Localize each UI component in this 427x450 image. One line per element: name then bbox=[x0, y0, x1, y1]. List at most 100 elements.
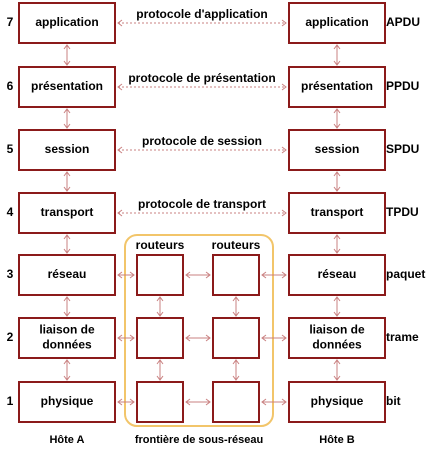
pdu-label: PPDU bbox=[386, 79, 419, 93]
peer-protocol-arrow-arrow-right bbox=[281, 209, 287, 217]
router-right-box bbox=[212, 381, 260, 423]
host-a-layer-box bbox=[18, 317, 116, 359]
host-a-router-link-arrow-left bbox=[117, 334, 123, 342]
host-a-vertical-arrow-arrow-up bbox=[63, 359, 71, 365]
subnet-boundary bbox=[124, 234, 274, 427]
host-a-vertical-arrow-arrow-up bbox=[63, 171, 71, 177]
pdu-label: TPDU bbox=[386, 205, 419, 219]
peer-protocol-arrow-arrow-left bbox=[117, 146, 123, 154]
router-left-vertical-arrow-arrow-up bbox=[156, 296, 164, 302]
host-b-layer-box bbox=[288, 2, 386, 44]
host-a-router-link-arrow-left bbox=[117, 398, 123, 406]
layer-number: 2 bbox=[7, 330, 14, 344]
host-b-vertical-arrow-arrow-down bbox=[333, 123, 341, 129]
host-a-layer-label: application bbox=[35, 15, 98, 29]
host-b-layer-label: transport bbox=[311, 205, 364, 219]
router-right-vertical-arrow-arrow-down bbox=[232, 311, 240, 317]
host-a-layer-box bbox=[18, 254, 116, 296]
host-a-vertical-arrow-arrow-down bbox=[63, 248, 71, 254]
host-b-vertical-arrow-arrow-up bbox=[333, 296, 341, 302]
routers-label-left: routeurs bbox=[136, 238, 185, 252]
host-b-vertical-arrow-arrow-down bbox=[333, 311, 341, 317]
router-right-vertical-arrow-arrow-down bbox=[232, 375, 240, 381]
layer-number: 7 bbox=[7, 15, 14, 29]
host-a-vertical-arrow-arrow-up bbox=[63, 108, 71, 114]
router-left-box bbox=[136, 254, 184, 296]
router-right-vertical-arrow-arrow-up bbox=[232, 296, 240, 302]
layer-number: 5 bbox=[7, 142, 14, 156]
host-b-vertical-arrow-arrow-down bbox=[333, 248, 341, 254]
router-host-b-link-arrow-left bbox=[261, 271, 267, 279]
peer-protocol-arrow-arrow-left bbox=[117, 83, 123, 91]
peer-protocol-arrow-arrow-right bbox=[281, 83, 287, 91]
router-left-vertical-arrow-arrow-down bbox=[156, 311, 164, 317]
host-a-vertical-arrow-arrow-down bbox=[63, 123, 71, 129]
router-host-b-link-arrow-right bbox=[281, 334, 287, 342]
host-b-vertical-arrow-arrow-down bbox=[333, 186, 341, 192]
subnet-boundary-caption: frontière de sous-réseau bbox=[135, 434, 263, 446]
router-right-vertical-arrow-arrow-up bbox=[232, 359, 240, 365]
host-a-layer-box bbox=[18, 66, 116, 108]
host-b-layer-box bbox=[288, 66, 386, 108]
protocol-label: protocole de transport bbox=[138, 197, 266, 211]
protocol-label: protocole de session bbox=[142, 134, 262, 148]
router-router-link-arrow-left bbox=[185, 334, 191, 342]
host-b-layer-box bbox=[288, 317, 386, 359]
host-a-vertical-arrow-arrow-down bbox=[63, 375, 71, 381]
host-b-layer-box bbox=[288, 381, 386, 423]
router-left-box bbox=[136, 381, 184, 423]
router-router-link-arrow-right bbox=[205, 334, 211, 342]
host-a-layer-box bbox=[18, 381, 116, 423]
host-a-layer-label: transport bbox=[41, 205, 94, 219]
host-b-layer-box bbox=[288, 129, 386, 171]
host-a-vertical-arrow-arrow-up bbox=[63, 296, 71, 302]
host-a-layer-box bbox=[18, 129, 116, 171]
router-right-box bbox=[212, 254, 260, 296]
router-left-vertical-arrow-arrow-up bbox=[156, 359, 164, 365]
host-b-vertical-arrow-arrow-up bbox=[333, 359, 341, 365]
router-right-box bbox=[212, 317, 260, 359]
host-b-vertical-arrow-arrow-down bbox=[333, 60, 341, 66]
layer-number: 1 bbox=[7, 394, 14, 408]
host-b-layer-box bbox=[288, 254, 386, 296]
host-a-layer-label: présentation bbox=[31, 79, 103, 93]
layer-number: 3 bbox=[7, 267, 14, 281]
pdu-label: trame bbox=[386, 330, 419, 344]
host-b-vertical-arrow-arrow-up bbox=[333, 44, 341, 50]
host-a-layer-label: physique bbox=[41, 394, 94, 408]
host-a-vertical-arrow-arrow-down bbox=[63, 311, 71, 317]
host-b-layer-label: réseau bbox=[318, 267, 357, 281]
host-a-vertical-arrow-arrow-up bbox=[63, 44, 71, 50]
peer-protocol-arrow-arrow-left bbox=[117, 209, 123, 217]
host-b-caption: Hôte B bbox=[319, 434, 355, 446]
host-b-vertical-arrow-arrow-up bbox=[333, 234, 341, 240]
host-b-layer-label: session bbox=[315, 142, 360, 156]
peer-protocol-arrow-arrow-left bbox=[117, 19, 123, 27]
pdu-label: APDU bbox=[386, 15, 420, 29]
host-b-vertical-arrow-arrow-up bbox=[333, 108, 341, 114]
router-router-link-arrow-left bbox=[185, 271, 191, 279]
peer-protocol-arrow-arrow-right bbox=[281, 19, 287, 27]
host-a-layer-label: session bbox=[45, 142, 90, 156]
routers-label-right: routeurs bbox=[212, 238, 261, 252]
pdu-label: paquet bbox=[386, 267, 425, 281]
host-a-vertical-arrow-arrow-down bbox=[63, 186, 71, 192]
host-b-vertical-arrow-arrow-up bbox=[333, 171, 341, 177]
protocol-label: protocole d'application bbox=[136, 7, 268, 21]
layer-number: 4 bbox=[7, 205, 14, 219]
router-host-b-link-arrow-right bbox=[281, 271, 287, 279]
pdu-label: SPDU bbox=[386, 142, 419, 156]
host-a-layer-box bbox=[18, 2, 116, 44]
host-a-caption: Hôte A bbox=[49, 434, 84, 446]
host-b-layer-label: présentation bbox=[301, 79, 373, 93]
router-host-b-link-arrow-left bbox=[261, 398, 267, 406]
pdu-label: bit bbox=[386, 394, 401, 408]
router-router-link-arrow-right bbox=[205, 398, 211, 406]
host-b-vertical-arrow-arrow-down bbox=[333, 375, 341, 381]
router-host-b-link-arrow-left bbox=[261, 334, 267, 342]
host-a-layer-label: réseau bbox=[48, 267, 87, 281]
host-a-vertical-arrow-arrow-up bbox=[63, 234, 71, 240]
